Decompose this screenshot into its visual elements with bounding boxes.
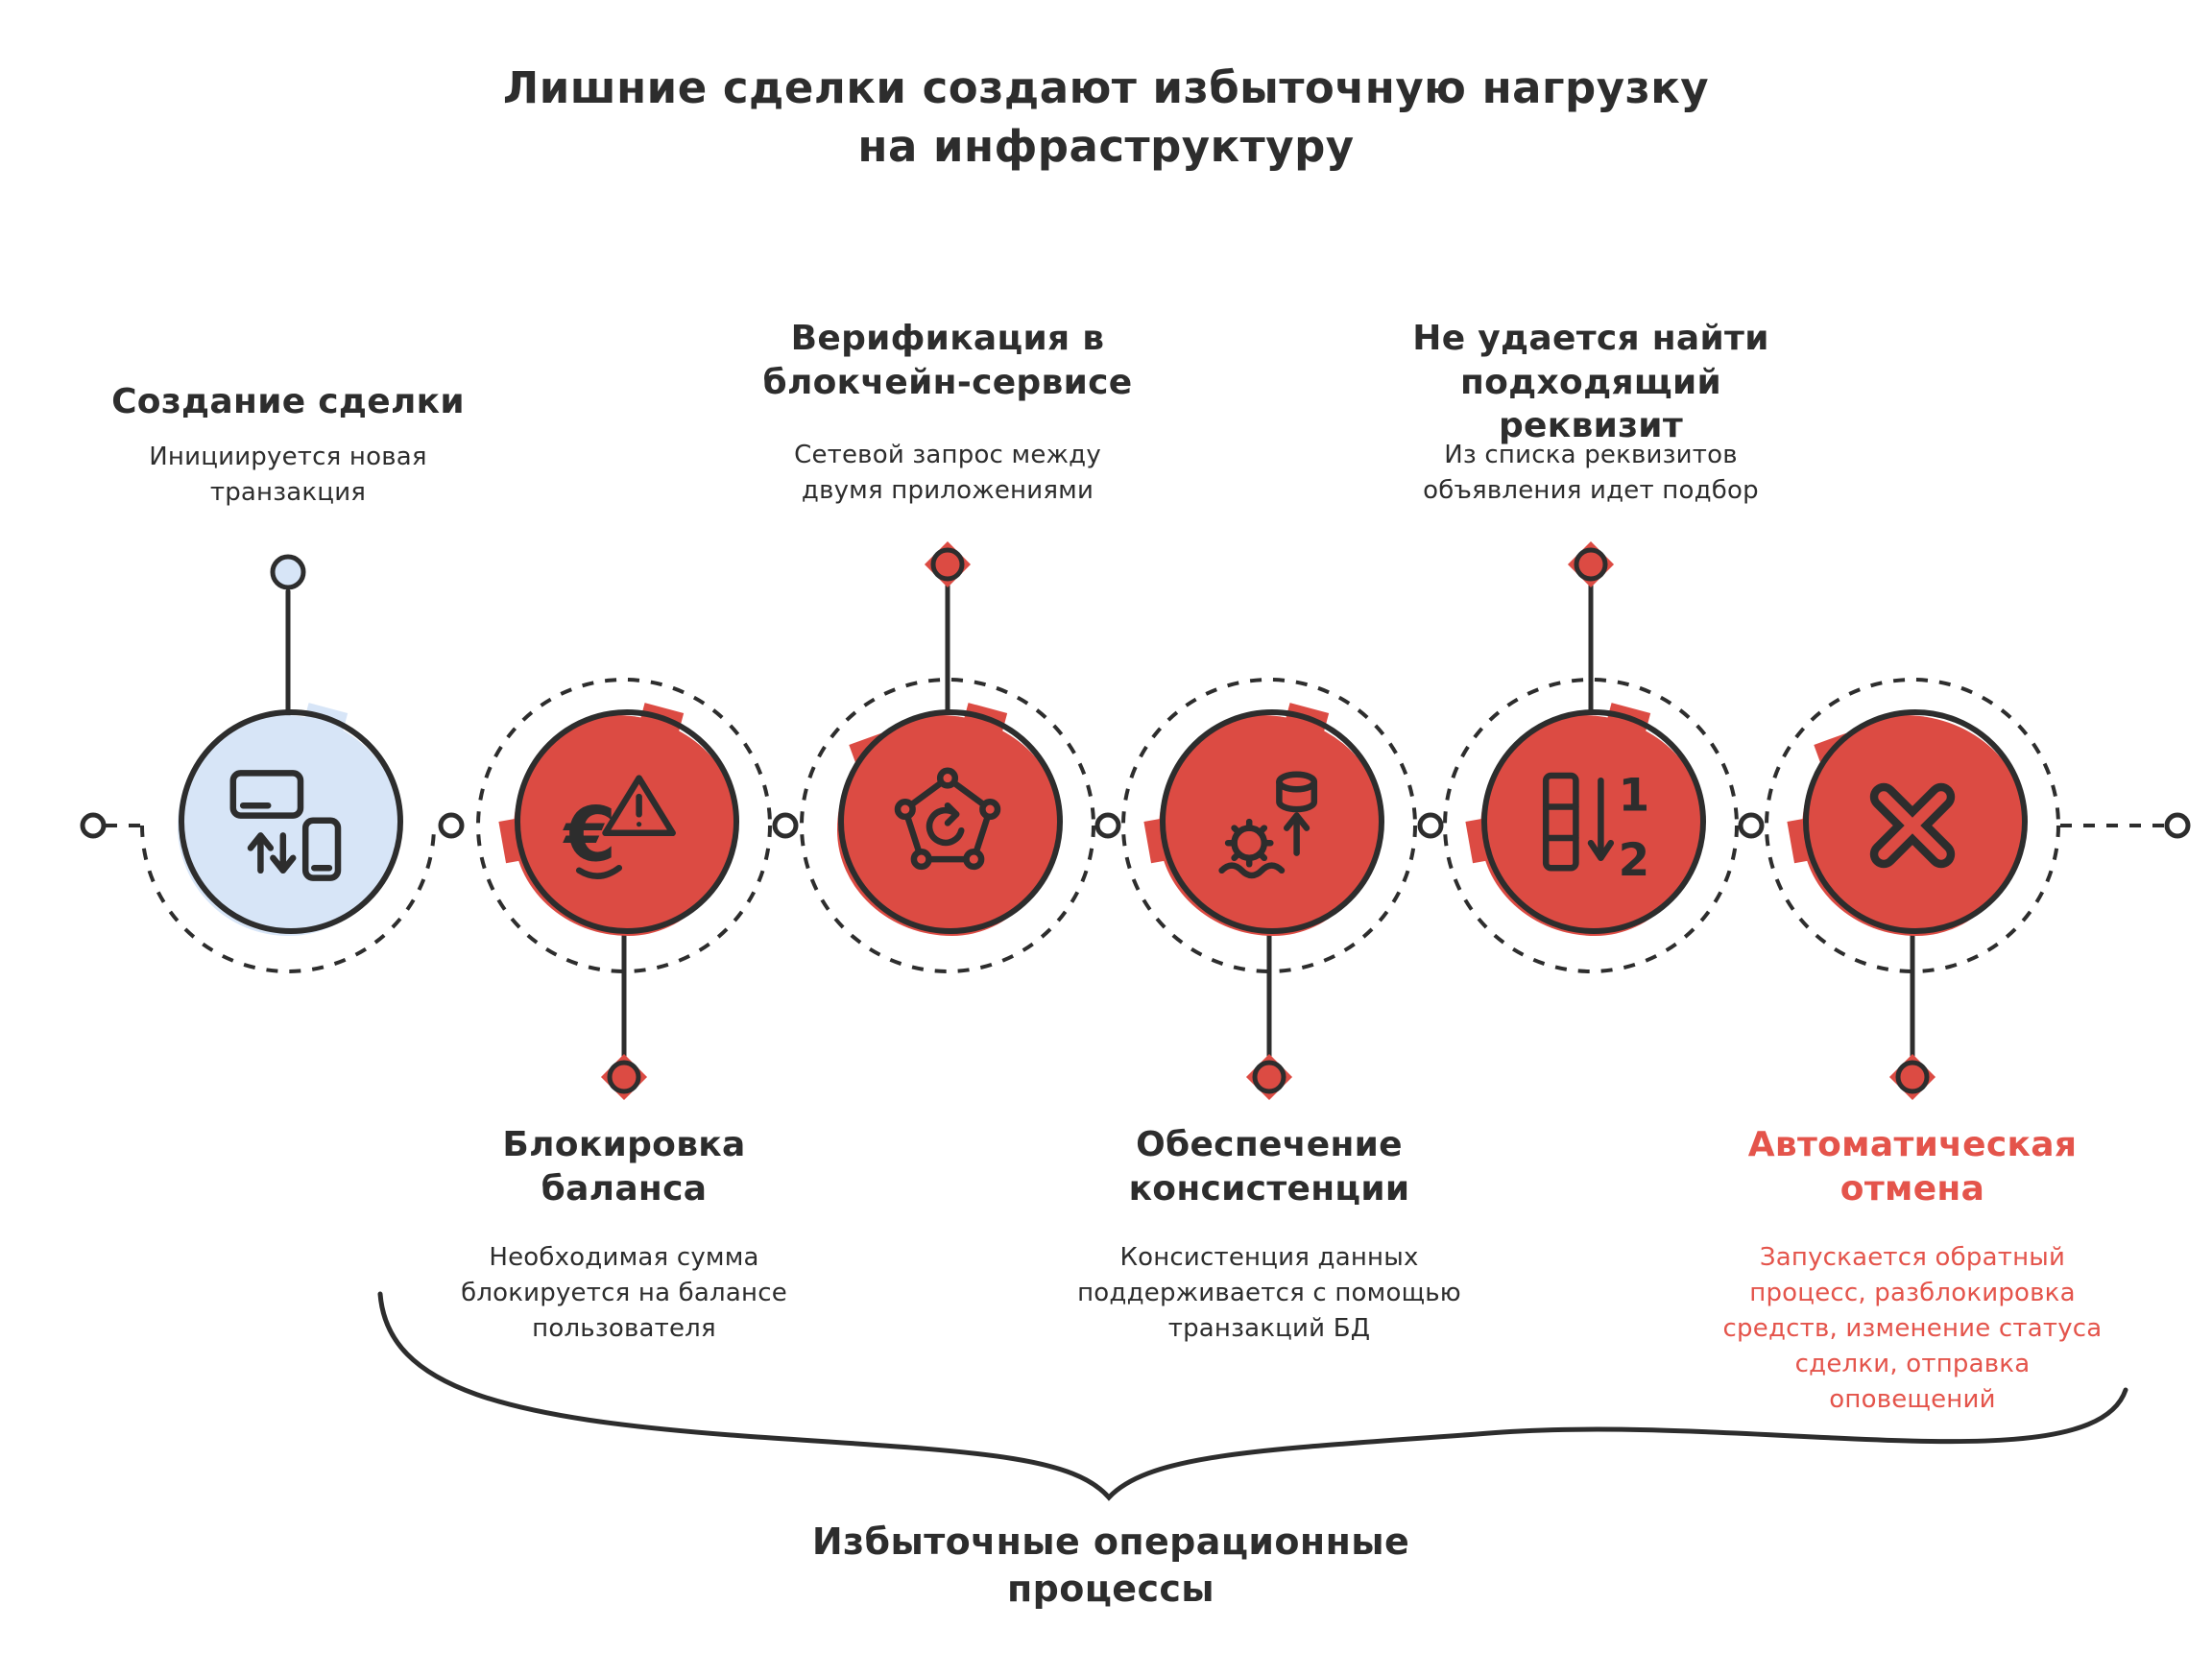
page-title: Лишние сделки создают избыточную нагрузк… xyxy=(502,62,1710,172)
cancel-x-icon xyxy=(1869,782,1956,869)
step-title-deal-creation: Создание сделки xyxy=(111,382,465,421)
stem-end-markers xyxy=(270,540,1936,1101)
node-outline xyxy=(515,709,739,934)
step-node-deal-creation xyxy=(168,703,408,946)
step-node-balance-lock: € xyxy=(498,703,744,946)
brace xyxy=(377,1291,2128,1501)
node-outline xyxy=(1160,709,1384,934)
waypoint-dots xyxy=(80,812,2191,839)
svg-text:2: 2 xyxy=(1619,835,1650,887)
brace-caption: Избыточные операционные процессы xyxy=(811,1520,1410,1611)
step-node-no-requisite-found: 1 2 xyxy=(1465,703,1711,946)
sort-list-icon: 1 2 xyxy=(1542,770,1650,887)
step-node-blockchain-verification xyxy=(828,703,1068,946)
card-transfer-icon xyxy=(229,770,342,881)
step-desc-blockchain-verification: Сетевой запрос между двумя приложениями xyxy=(794,441,1101,505)
step-title-consistency: Обеспечение консистенции xyxy=(1128,1125,1410,1209)
dashed-path xyxy=(106,678,2164,973)
step-node-consistency xyxy=(1143,703,1389,946)
euro-warning-icon: € xyxy=(563,775,676,879)
step-desc-auto-cancel: Запускается обратный процесс, разблокиро… xyxy=(1722,1243,2103,1414)
gear-database-icon xyxy=(1218,771,1318,879)
svg-text:1: 1 xyxy=(1619,770,1650,822)
network-refresh-icon xyxy=(894,767,1001,871)
step-desc-consistency: Консистенция данных поддерживается с пом… xyxy=(1077,1243,1461,1343)
stem-lines xyxy=(285,583,1915,1063)
step-desc-no-requisite-found: Из списка реквизитов объявления идет под… xyxy=(1423,441,1759,505)
step-desc-balance-lock: Необходимая сумма блокируется на балансе… xyxy=(461,1243,787,1343)
step-title-blockchain-verification: Верификация в блокчейн-сервисе xyxy=(762,319,1133,402)
step-node-auto-cancel xyxy=(1787,706,2032,946)
node-outline xyxy=(179,709,403,934)
step-title-no-requisite-found: Не удается найти подходящий реквизит xyxy=(1412,319,1769,446)
step-title-auto-cancel: Автоматическая отмена xyxy=(1747,1125,2078,1209)
node-outline xyxy=(838,709,1063,934)
step-desc-deal-creation: Инициируется новая транзакция xyxy=(149,443,427,507)
node-outline xyxy=(1481,709,1706,934)
node-outline xyxy=(1803,709,2028,934)
step-title-balance-lock: Блокировка баланса xyxy=(502,1125,746,1209)
